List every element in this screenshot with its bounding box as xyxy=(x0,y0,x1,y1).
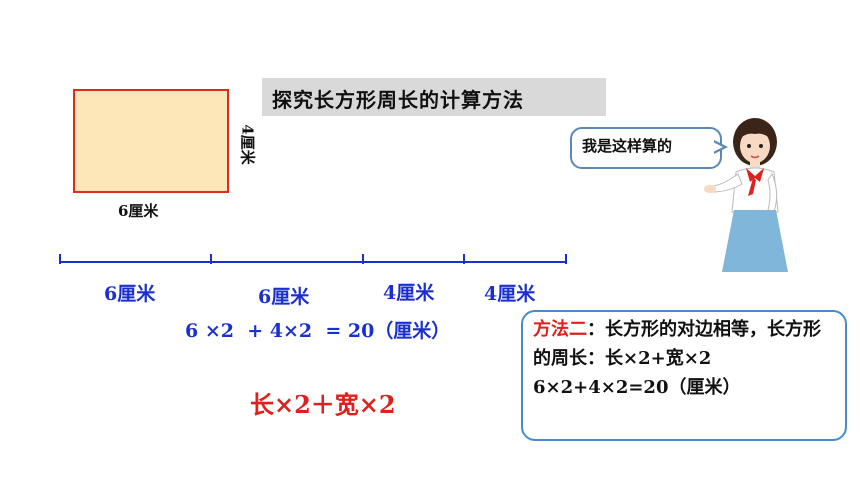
title-banner xyxy=(262,78,606,116)
method-text: 方法二：长方形的对边相等，长方形的周长：长×2+宽×2 6×2+4×2=20（厘… xyxy=(533,315,838,402)
segment-label: 6厘米 xyxy=(104,283,156,305)
segment-label: 6厘米 xyxy=(258,286,310,308)
perimeter-segment-line xyxy=(59,254,567,264)
method-box xyxy=(521,310,847,441)
speech-bubble xyxy=(570,127,722,169)
segment-label: 4厘米 xyxy=(484,283,536,305)
calculation-formula: 6 ×2 + 4×2 = 20（厘米） xyxy=(185,320,451,342)
rectangle-width-label: 6厘米 xyxy=(118,202,159,220)
speech-bubble-tail-inner xyxy=(713,142,723,152)
page-title: 探究长方形周长的计算方法 xyxy=(272,88,524,112)
girl-illustration xyxy=(704,118,788,272)
method-title: 方法二 xyxy=(533,319,587,340)
general-formula: 长×2＋宽×2 xyxy=(250,390,396,419)
segment-label: 4厘米 xyxy=(383,282,435,304)
rectangle-figure xyxy=(73,89,229,193)
method-calculation: 6×2+4×2=20（厘米） xyxy=(533,377,741,398)
method-description: ：长方形的对边相等，长方形的周长：长×2+宽×2 xyxy=(533,319,821,369)
speech-bubble-text: 我是这样算的 xyxy=(582,137,673,155)
rectangle-height-label: 4厘米 xyxy=(238,124,257,165)
